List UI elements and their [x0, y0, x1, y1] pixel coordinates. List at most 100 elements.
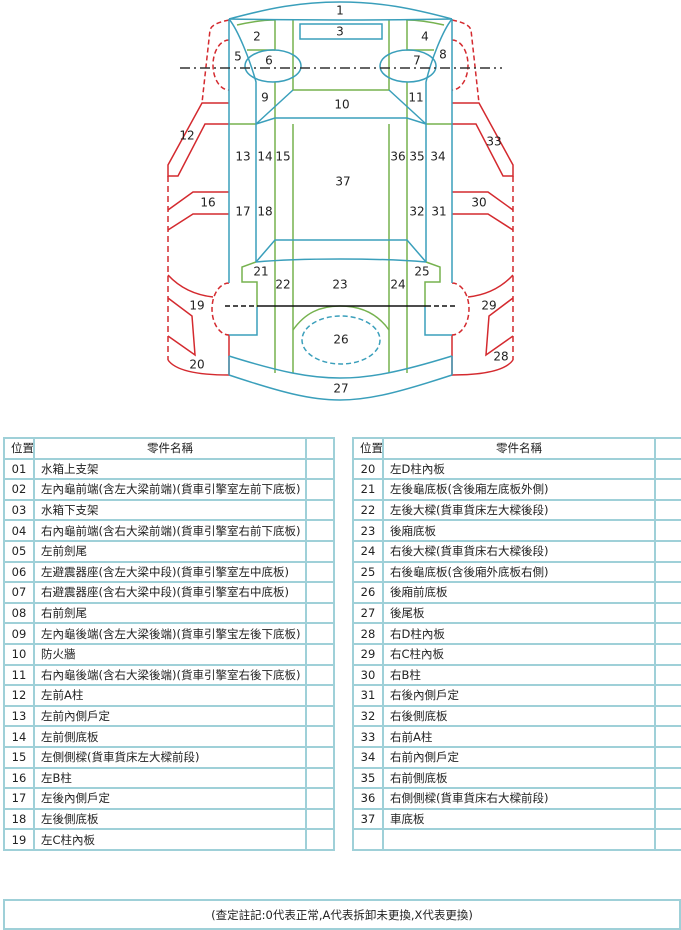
row-mark-cell[interactable] [654, 478, 681, 501]
row-mark-cell[interactable] [305, 663, 335, 687]
row-part-name: 左前劍尾 [33, 539, 307, 563]
inspection-note-text: (查定註記:0代表正常,A代表拆卸未更換,X代表更換) [211, 907, 473, 922]
row-part-name: 右後內側戶定 [382, 684, 656, 707]
part-label-8: 8 [439, 48, 447, 62]
row-mark-cell[interactable] [305, 560, 335, 584]
row-part-name: 右避震器座(含右大梁中段)(貨車引擎室右中底板) [33, 581, 307, 604]
row-part-name: 左前內側戶定 [33, 704, 307, 728]
row-mark-cell[interactable] [305, 766, 335, 790]
part-label-2: 2 [253, 30, 261, 44]
part-label-25: 25 [414, 265, 429, 279]
row-mark-cell[interactable] [305, 642, 335, 666]
row-mark-cell[interactable] [305, 684, 335, 707]
row-mark-cell[interactable] [654, 539, 681, 563]
row-position: 12 [3, 684, 35, 707]
row-mark-cell[interactable] [305, 498, 335, 522]
part-label-32: 32 [409, 205, 424, 219]
row-position: 04 [3, 519, 35, 542]
row-part-name: 防火牆 [33, 642, 307, 666]
part-label-20: 20 [189, 358, 204, 372]
row-mark-cell[interactable] [654, 807, 681, 831]
row-mark-cell[interactable] [654, 704, 681, 728]
row-part-name: 後廂底板 [382, 519, 656, 542]
row-mark-cell[interactable] [654, 766, 681, 790]
row-position: 06 [3, 560, 35, 584]
row-mark-cell[interactable] [305, 704, 335, 728]
row-position: 08 [3, 601, 35, 625]
part-label-12: 12 [179, 129, 194, 143]
row-mark-cell[interactable] [654, 581, 681, 604]
part-label-27: 27 [333, 382, 348, 396]
row-position: 15 [3, 745, 35, 769]
row-mark-cell[interactable] [305, 828, 335, 851]
row-mark-cell[interactable] [305, 539, 335, 563]
row-position: 28 [352, 622, 384, 645]
row-position: 14 [3, 725, 35, 748]
part-label-26: 26 [333, 333, 348, 347]
row-position: 10 [3, 642, 35, 666]
row-part-name: 右後龜底板(含後廂外底板右側) [382, 560, 656, 584]
part-label-6: 6 [265, 54, 273, 68]
row-mark-cell[interactable] [654, 684, 681, 707]
outer-body-lines [167, 19, 514, 376]
row-mark-cell[interactable] [654, 601, 681, 625]
row-mark-cell[interactable] [654, 787, 681, 810]
row-position: 05 [3, 539, 35, 563]
row-position: 21 [352, 478, 384, 501]
row-position: 33 [352, 725, 384, 748]
row-mark-cell[interactable] [654, 560, 681, 584]
part-label-14: 14 [257, 150, 272, 164]
row-mark-cell[interactable] [305, 601, 335, 625]
header-part-name: 零件名稱 [33, 437, 307, 460]
row-mark-cell[interactable] [305, 807, 335, 831]
row-mark-cell[interactable] [305, 519, 335, 542]
row-mark-cell[interactable] [305, 622, 335, 645]
row-part-name: 右後側底板 [382, 704, 656, 728]
row-part-name: 水箱下支架 [33, 498, 307, 522]
row-part-name: 左C柱內板 [33, 828, 307, 851]
row-position: 35 [352, 766, 384, 790]
row-position: 13 [3, 704, 35, 728]
row-mark-cell[interactable] [305, 725, 335, 748]
row-mark-cell[interactable] [305, 745, 335, 769]
row-part-name: 右前側底板 [382, 766, 656, 790]
row-mark-cell[interactable] [654, 519, 681, 542]
row-mark-cell[interactable] [654, 622, 681, 645]
row-mark-cell[interactable] [654, 663, 681, 687]
row-position: 25 [352, 560, 384, 584]
row-mark-cell[interactable] [305, 787, 335, 810]
row-part-name: 左後內側戶定 [33, 787, 307, 810]
row-mark-cell[interactable] [654, 828, 681, 851]
row-mark-cell[interactable] [305, 478, 335, 501]
part-label-1: 1 [336, 4, 344, 18]
row-mark-cell[interactable] [654, 745, 681, 769]
part-label-33: 33 [486, 135, 501, 149]
row-part-name: 右B柱 [382, 663, 656, 687]
row-mark-cell[interactable] [654, 457, 681, 481]
row-mark-cell[interactable] [654, 642, 681, 666]
part-label-29: 29 [481, 299, 496, 313]
row-mark-cell[interactable] [654, 498, 681, 522]
row-mark-cell[interactable] [305, 581, 335, 604]
row-position [352, 828, 384, 851]
row-position: 32 [352, 704, 384, 728]
row-mark-cell[interactable] [654, 725, 681, 748]
row-mark-cell[interactable] [305, 457, 335, 481]
row-position: 24 [352, 539, 384, 563]
part-label-5: 5 [234, 50, 242, 64]
